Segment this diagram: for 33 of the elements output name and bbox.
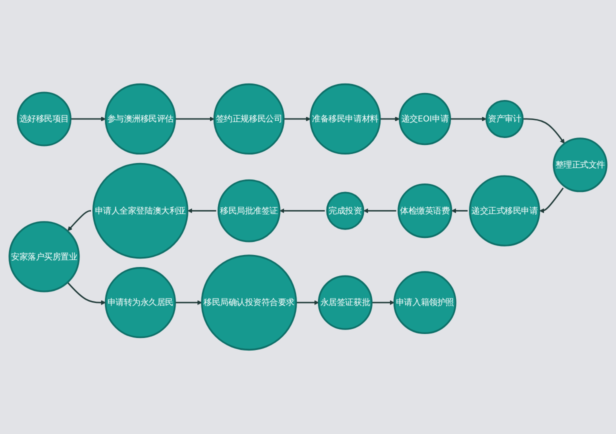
node-circle: 参与澳洲移民评估 [104,83,176,155]
node-circle: 准备移民申请材料 [310,83,381,155]
arrow [539,188,564,214]
node-circle: 体检缴英语费 [398,184,452,238]
node-circle: 选好移民项目 [16,92,72,146]
node-circle: 移民局确认投资符合要求 [201,254,297,351]
node-circle: 永居签证获批 [318,275,373,330]
node-circle: 递交EOI申请 [398,92,452,146]
arrow [372,300,395,306]
node-circle: 递交正式移民申请 [469,175,540,246]
node-circle: 申请入籍领护照 [393,271,456,334]
arrow [175,116,214,122]
arrow [68,210,92,232]
node-circle: 移民局批准签证 [218,179,280,242]
arrow [70,116,106,122]
arrow [363,208,396,214]
node-circle: 签约正规移民公司 [213,83,285,155]
arrow [296,300,319,306]
arrow [67,282,106,306]
node-circle: 完成投资 [326,192,364,230]
node-circle: 资产审计 [486,100,524,138]
arrow [175,300,202,306]
arrow [450,116,487,122]
arrow [188,208,216,214]
node-circle: 整理正式文件 [552,138,608,192]
arrow [451,208,468,214]
node-circle: 安家落户买房置业 [8,221,80,292]
arrow [284,116,311,122]
arrow [522,118,565,144]
arrow [380,116,400,122]
node-circle: 申请人全家登陆澳大利亚 [92,162,188,259]
node-circle: 申请转为永久居民 [104,267,176,338]
arrow [280,208,325,214]
